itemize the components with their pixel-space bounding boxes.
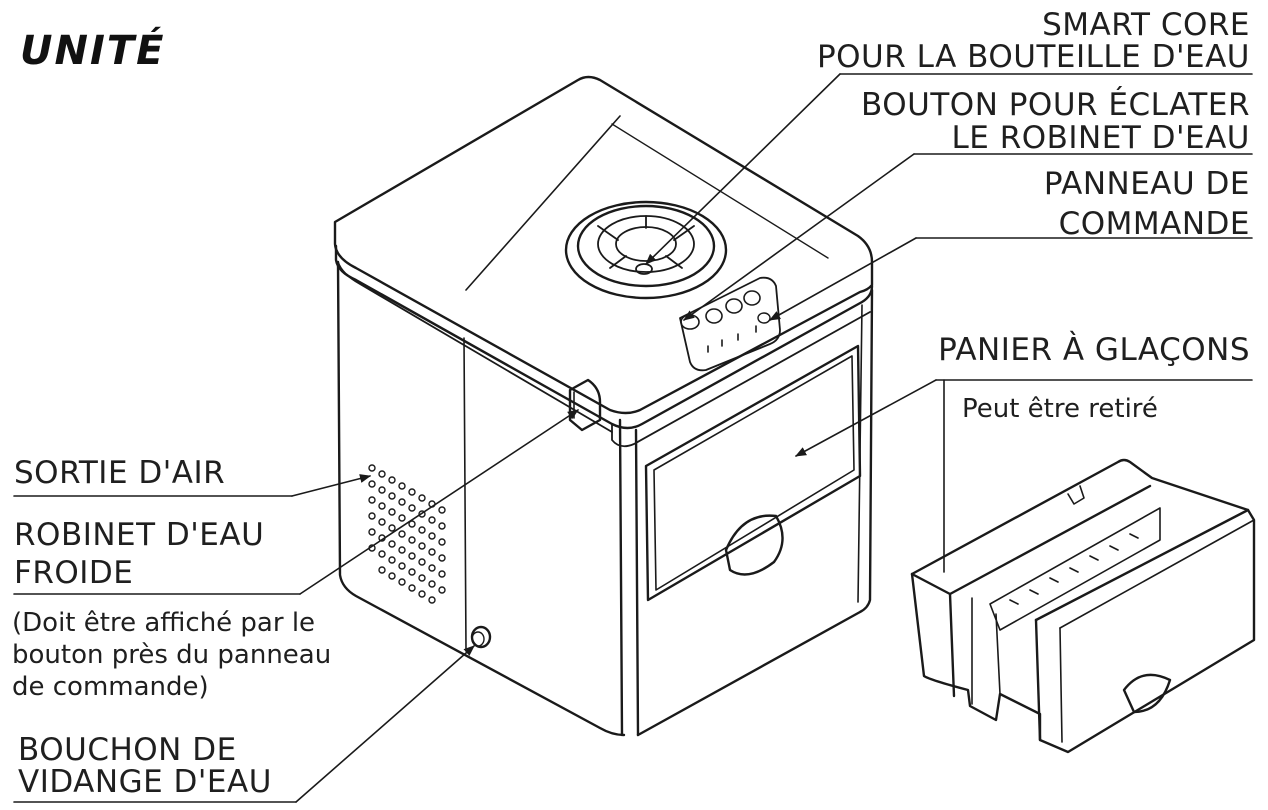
label-smart-core-line1: SMART CORE [1042,7,1250,43]
label-bouton-line2: LE ROBINET D'EAU [951,120,1250,156]
label-sortie-air: SORTIE D'AIR [14,455,226,491]
label-robinet-note-line1: (Doit être affiché par le [12,608,316,638]
label-panier: PANIER À GLAÇONS [938,332,1250,368]
cold-water-tap [568,378,602,432]
label-robinet-note-line2: bouton près du panneau [12,640,332,670]
label-robinet-line1: ROBINET D'EAU [14,517,265,553]
drain-plug [470,625,492,649]
label-bouchon-line1: BOUCHON DE [18,732,237,768]
ice-basket [910,458,1256,754]
control-panel [679,276,781,372]
machine-body [333,75,874,737]
label-smart-core-line2: POUR LA BOUTEILLE D'EAU [816,39,1250,75]
viewing-window [644,344,862,602]
label-robinet-note-line3: de commande) [12,672,209,702]
diagram-title: UNITÉ [20,28,166,74]
label-bouton-line1: BOUTON POUR ÉCLATER [861,87,1250,123]
label-robinet-line2: FROIDE [14,555,134,591]
label-panneau-line2: COMMANDE [1058,206,1250,242]
air-vent [368,464,446,604]
label-panneau-line1: PANNEAU DE [1043,166,1250,202]
label-panier-note: Peut être retiré [962,394,1158,424]
label-bouchon-line2: VIDANGE D'EAU [18,764,272,800]
bottle-core [564,200,728,300]
